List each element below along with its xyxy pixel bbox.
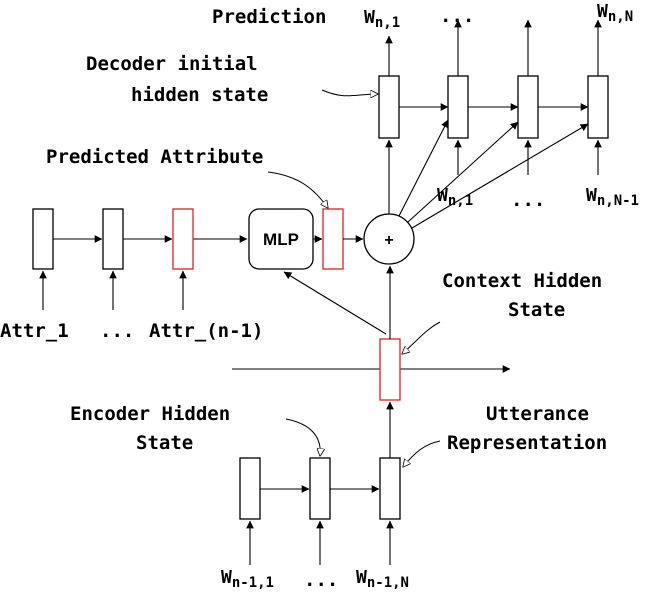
decoder-initial-label-2: hidden state [131, 84, 268, 106]
context-cell [379, 338, 401, 401]
decoder-rnn [378, 19, 609, 175]
mlp-block: MLP [248, 208, 364, 270]
attr-last-label: Attr_(n-1) [149, 320, 263, 342]
encoder-cell-1 [239, 457, 261, 520]
utterance-label-2: Representation [447, 432, 607, 454]
prediction-label: Prediction [212, 6, 326, 28]
attr-1-label: Attr_1 [0, 320, 69, 342]
encoder-hidden-label-2: State [136, 432, 193, 454]
encoder-cell-3 [379, 457, 401, 520]
encoder-input-token-last: Wn-1,N [356, 567, 409, 591]
decoder-cell-1 [378, 75, 400, 139]
plus-label: + [384, 232, 393, 249]
attr-dots-label: ... [100, 320, 134, 342]
context-rnn [232, 265, 511, 401]
attr-cell-1 [32, 208, 54, 270]
decoder-input-dots-label: ... [511, 189, 545, 211]
decoder-cell-3 [517, 75, 539, 139]
mlp-label: MLP [263, 230, 299, 249]
utterance-label-1: Utterance [486, 403, 589, 425]
context-hidden-label-1: Context Hidden [442, 270, 602, 292]
decoder-initial-label-1: Decoder initial [86, 53, 258, 75]
encoder-input-token-first: Wn-1,1 [221, 567, 274, 591]
combine-node: + [363, 119, 589, 265]
attr-cell-last [172, 208, 194, 270]
predicted-attribute-cell [322, 208, 344, 270]
encoder-cell-2 [309, 457, 331, 520]
encoder-rnn [239, 401, 401, 565]
output-token-first: Wn,1 [364, 7, 400, 31]
encoder-input-dots-label: ... [304, 569, 338, 591]
context-hidden-label-2: State [508, 299, 565, 321]
predicted-attribute-label: Predicted Attribute [46, 146, 263, 168]
output-dots-label: ... [440, 5, 474, 27]
attr-cell-2 [102, 208, 124, 270]
attribute-rnn [32, 208, 248, 310]
decoder-cell-2 [447, 75, 469, 139]
decoder-input-token-first: Wn,1 [437, 185, 473, 209]
callouts [267, 89, 441, 467]
encoder-hidden-label-1: Encoder Hidden [70, 403, 230, 425]
output-token-last: Wn,N [597, 1, 633, 25]
decoder-input-token-last: Wn,N-1 [586, 185, 639, 209]
decoder-cell-4 [587, 75, 609, 139]
